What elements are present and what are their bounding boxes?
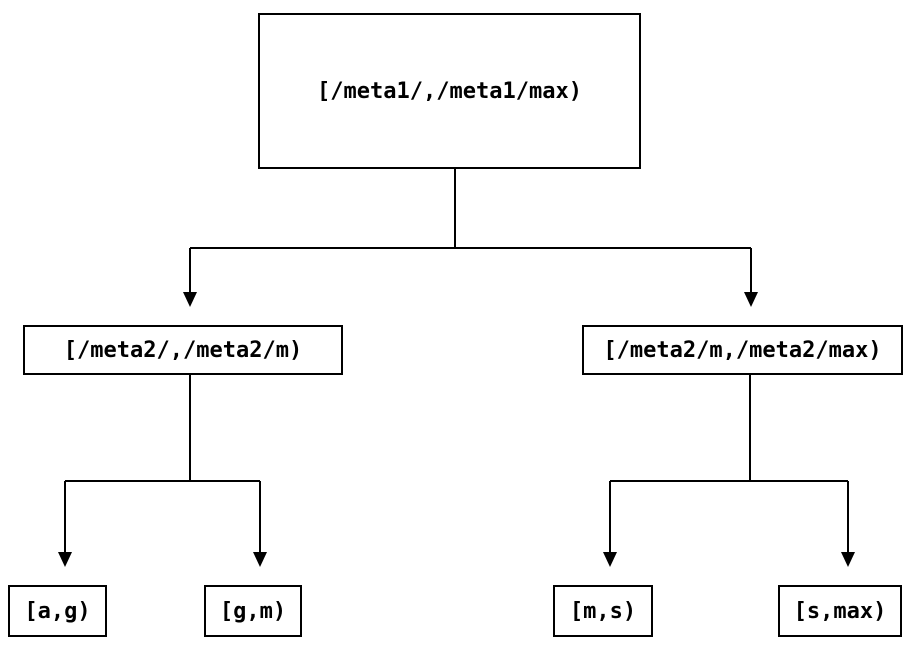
- node-leaf-gm: [g,m): [204, 585, 302, 637]
- arrow-down-icon: [603, 552, 617, 567]
- node-left-child-label: [/meta2/,/meta2/m): [63, 337, 303, 363]
- node-leaf-gm-label: [g,m): [219, 598, 287, 624]
- node-right-child: [/meta2/m,/meta2/max): [582, 325, 903, 375]
- edge-root-to-children: [183, 169, 758, 307]
- node-root-label: [/meta1/,/meta1/max): [317, 78, 582, 104]
- node-right-child-label: [/meta2/m,/meta2/max): [603, 337, 882, 363]
- node-leaf-smax: [s,max): [778, 585, 902, 637]
- arrow-down-icon: [58, 552, 72, 567]
- node-left-child: [/meta2/,/meta2/m): [23, 325, 343, 375]
- arrow-down-icon: [253, 552, 267, 567]
- arrow-down-icon: [841, 552, 855, 567]
- arrow-down-icon: [183, 292, 197, 307]
- arrow-down-icon: [744, 292, 758, 307]
- node-leaf-ms: [m,s): [553, 585, 653, 637]
- node-leaf-ag-label: [a,g): [24, 598, 91, 624]
- node-leaf-ag: [a,g): [8, 585, 107, 637]
- edge-left-to-leaves: [58, 375, 267, 567]
- node-root: [/meta1/,/meta1/max): [258, 13, 641, 169]
- node-leaf-ms-label: [m,s): [569, 598, 637, 624]
- node-leaf-smax-label: [s,max): [793, 598, 887, 624]
- edge-right-to-leaves: [603, 375, 855, 567]
